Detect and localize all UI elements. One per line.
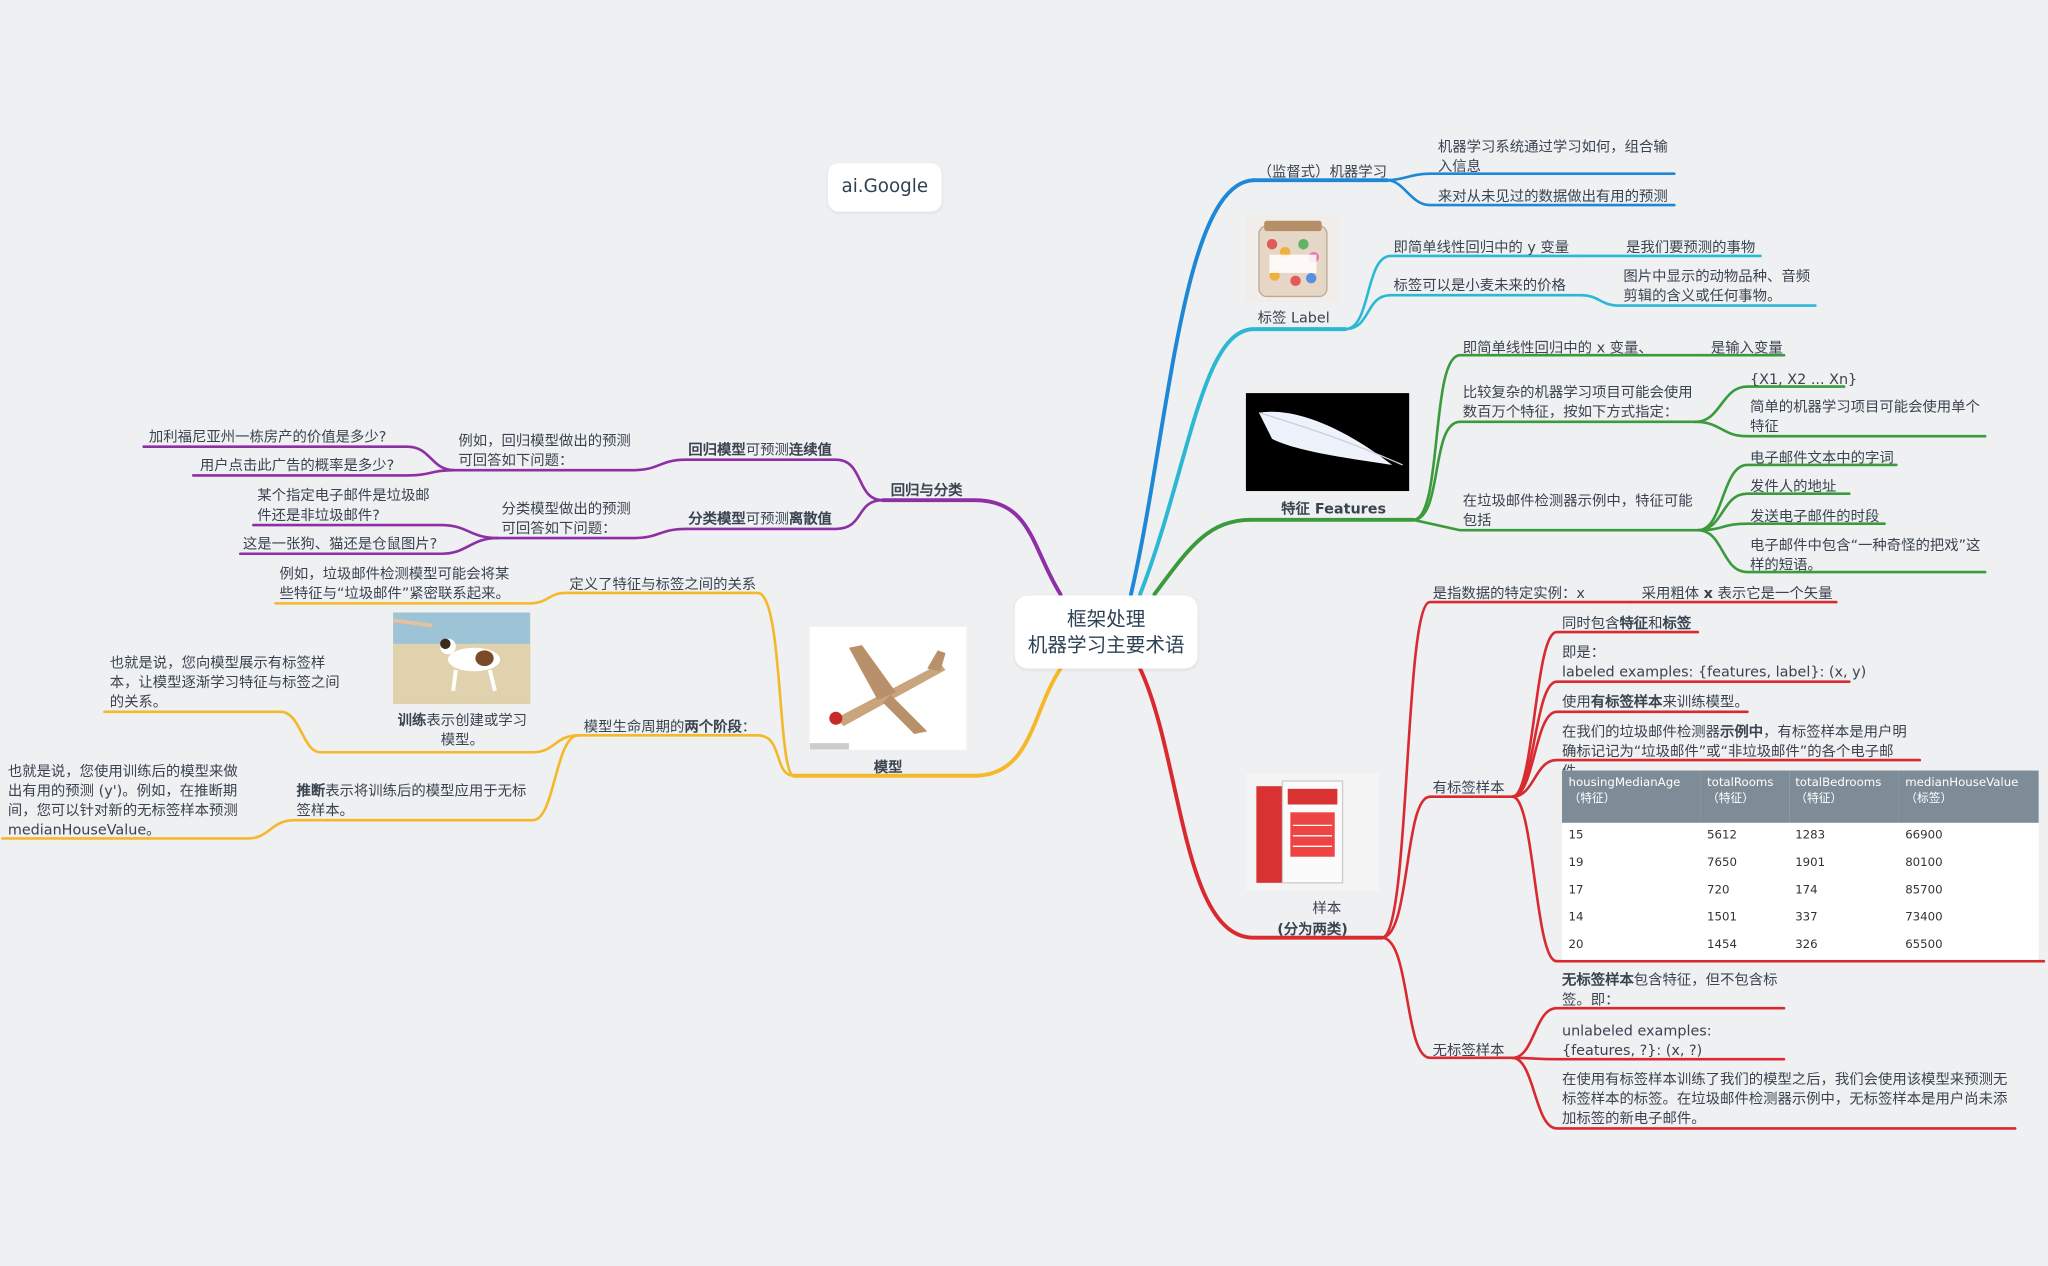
regression-classification-topic[interactable]: 回归与分类: [890, 481, 963, 499]
regression-example: 用户点击此广告的概率是多少?: [199, 457, 395, 475]
sample-instance: 是指数据的特定实例：x: [1432, 585, 1585, 603]
classification-question: 分类模型做出的预测可回答如下问题：: [501, 500, 631, 537]
feather-image: [1245, 393, 1410, 492]
labeled-item-2-line2: labeled examples: {features, label}: (x,…: [1561, 663, 1867, 681]
labeled-samples-table: housingMedianAge（特征） totalRooms（特征） tota…: [1561, 770, 2039, 960]
features-complex: 比较复杂的机器学习项目可能会使用数百万个特征，按如下方式指定：: [1462, 383, 1693, 421]
unlabeled-item-3: 在使用有标签样本训练了我们的模型之后，我们会使用该模型来预测无标签样本的标签。在…: [1561, 1070, 2008, 1128]
dog-training-image: [393, 612, 531, 704]
label-y-variable-desc: 是我们要预测的事物: [1625, 238, 1756, 256]
label-price-example: 标签可以是小麦未来的价格: [1393, 276, 1566, 294]
labeled-item-3: 使用有标签样本来训练模型。: [1561, 693, 1749, 711]
model-relation-desc: 例如，垃圾邮件检测模型可能会将某些特征与“垃圾邮件”紧密联系起来。: [279, 565, 510, 603]
spam-feature-item: 发送电子邮件的时段: [1750, 508, 1880, 526]
central-topic-line1: 框架处理: [1066, 607, 1146, 631]
model-training: 训练表示创建或学习模型。: [397, 711, 527, 749]
features-topic[interactable]: 特征 Features: [1281, 500, 1387, 518]
spam-feature-item: 发件人的地址: [1750, 477, 1837, 495]
features-x-variable-desc: 是输入变量: [1710, 339, 1783, 357]
supervised-ml-topic[interactable]: （监督式）机器学习: [1257, 163, 1387, 181]
classification-model: 分类模型可预测离散值: [688, 510, 832, 528]
unlabeled-samples-topic[interactable]: 无标签样本: [1432, 1042, 1505, 1060]
label-price-desc: 图片中显示的动物品种、音频剪辑的含义或任何事物。: [1623, 267, 1811, 305]
samples-subtitle: (分为两类): [1277, 920, 1348, 938]
candy-jar-image: [1245, 215, 1340, 302]
regression-model: 回归模型可预测连续值: [688, 441, 832, 459]
labeled-item-2-line1: 即是：: [1561, 643, 1606, 661]
spam-feature-item: 电子邮件中包含“一种奇怪的把戏”这样的短语。: [1750, 536, 1981, 574]
sample-instance-desc: 采用粗体 x 表示它是一个矢量: [1641, 585, 1833, 603]
table-header: housingMedianAge（特征）: [1561, 770, 1701, 823]
central-topic-line2: 机器学习主要术语: [1027, 633, 1185, 657]
central-topic[interactable]: 框架处理 机器学习主要术语: [1014, 595, 1198, 669]
model-inference-desc: 也就是说，您使用训练后的模型来做出有用的预测 (y')。例如，在推断期间，您可以…: [7, 762, 238, 839]
labeled-samples-topic[interactable]: 有标签样本: [1432, 779, 1505, 797]
supervised-desc-2: 来对从未见过的数据做出有用的预测: [1437, 188, 1668, 206]
unlabeled-item-2: unlabeled examples: {features, ?}: (x, ?…: [1561, 1022, 1712, 1060]
label-y-variable: 即简单线性回归中的 y 变量: [1393, 238, 1570, 256]
sample-book-image: [1245, 773, 1380, 891]
features-vector: {X1, X2 ... Xn}: [1750, 370, 1858, 388]
unlabeled-item-1: 无标签样本包含特征，但不包含标签。即：: [1561, 971, 1778, 1009]
spam-feature-item: 电子邮件文本中的字词: [1750, 449, 1894, 467]
model-inference: 推断表示将训练后的模型应用于无标签样本。: [296, 782, 527, 819]
model-training-desc: 也就是说，您向模型展示有标签样本，让模型逐渐学习特征与标签之间的关系。: [109, 654, 340, 711]
regression-question: 例如，回归模型做出的预测可回答如下问题：: [458, 432, 631, 469]
features-simple: 简单的机器学习项目可能会使用单个特征: [1750, 398, 1980, 435]
airplane-model-image: [809, 626, 967, 750]
label-topic[interactable]: 标签 Label: [1257, 309, 1330, 327]
model-lifecycle: 模型生命周期的两个阶段：: [583, 718, 757, 736]
model-topic[interactable]: 模型: [873, 758, 903, 776]
ai-google-badge: ai.Google: [828, 163, 942, 212]
features-spam: 在垃圾邮件检测器示例中，特征可能包括: [1462, 492, 1693, 529]
features-x-variable: 即简单线性回归中的 x 变量、: [1462, 339, 1653, 357]
classification-example: 这是一张狗、猫还是仓鼠图片?: [242, 535, 438, 553]
samples-topic[interactable]: 样本: [1312, 899, 1342, 917]
model-relation: 定义了特征与标签之间的关系: [569, 575, 757, 593]
regression-example: 加利福尼亚州一栋房产的价值是多少?: [148, 428, 387, 446]
table-header: medianHouseValue（标签）: [1898, 770, 2039, 823]
labeled-item-1: 同时包含特征和标签: [1561, 615, 1692, 633]
table-header: totalRooms（特征）: [1700, 770, 1789, 823]
supervised-desc-1: 机器学习系统通过学习如何，组合输入信息: [1437, 138, 1668, 176]
classification-example: 某个指定电子邮件是垃圾邮件还是非垃圾邮件?: [257, 487, 430, 524]
table-header: totalBedrooms（特征）: [1788, 770, 1899, 823]
